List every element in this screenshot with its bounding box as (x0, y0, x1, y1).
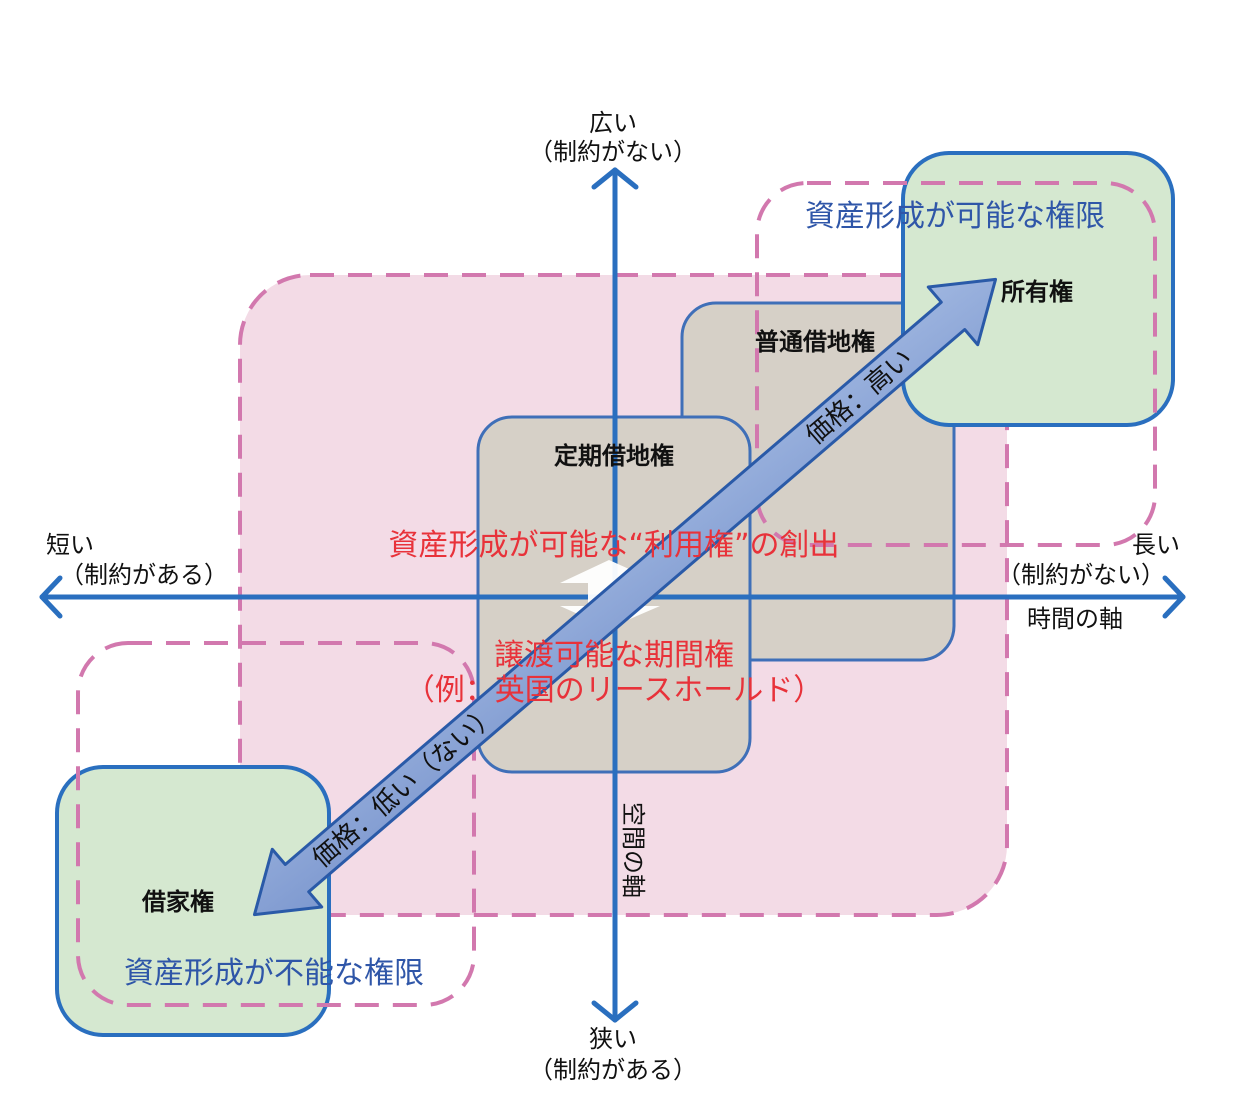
left-label-note: （制約がある） (60, 561, 228, 589)
top-label-note: （制約がない） (529, 138, 697, 166)
transferable-term-right-text: 譲渡可能な期間権 (494, 638, 734, 673)
space-axis-label: 空間の軸 (619, 802, 647, 898)
left-label: 短い (46, 531, 94, 559)
top-arrowhead (591, 167, 639, 190)
bottom-label: 狭い (589, 1025, 637, 1053)
ownership-box (901, 151, 1175, 427)
right-arrowhead (1162, 575, 1186, 619)
leasehold-example-text: （例：英国のリースホールド） (405, 673, 824, 708)
right-label: 長い (1132, 531, 1180, 559)
asset-incapable-region (76, 641, 476, 1007)
house-lease-box (55, 765, 331, 1037)
asset-incapable-title: 資産形成が不能な権限 (124, 956, 424, 991)
right-label-note: （制約がない） (997, 561, 1165, 589)
bottom-arrowhead (591, 1000, 639, 1023)
asset-capable-title: 資産形成が可能な権限 (805, 199, 1105, 234)
time-axis-label: 時間の軸 (1027, 605, 1123, 633)
ordinary-leasehold-label: 普通借地権 (755, 328, 875, 356)
left-arrowhead (39, 575, 63, 619)
usage-right-creation-text: 資産形成が可能な“利用権”の創出 (388, 528, 839, 563)
fixed-term-leasehold-label: 定期借地権 (554, 442, 674, 470)
asset-capable-region (755, 181, 1157, 547)
house-lease-label: 借家権 (141, 888, 214, 916)
top-label: 広い (589, 109, 637, 137)
bottom-label-note: （制約がある） (529, 1056, 697, 1084)
ownership-label: 所有権 (1001, 278, 1073, 306)
